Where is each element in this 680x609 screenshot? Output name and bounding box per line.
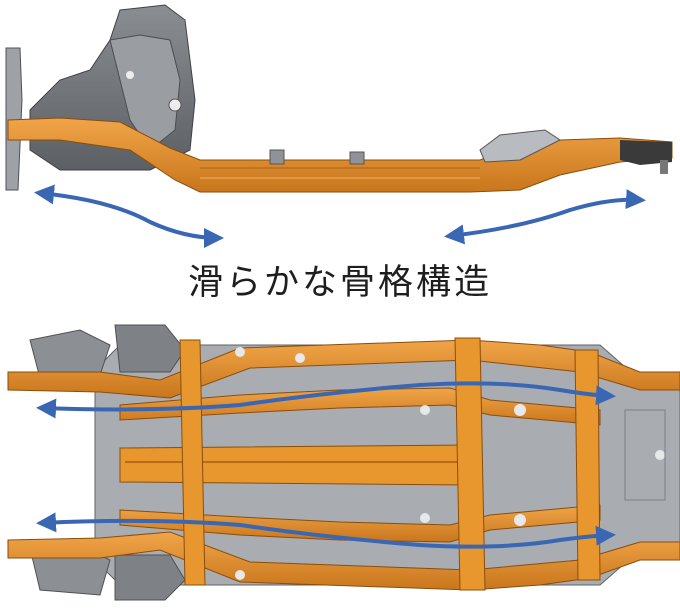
- arrow-load-path-upper: [36, 381, 616, 419]
- top-view-frame: [7, 324, 680, 601]
- arrow-load-path-lower: [36, 512, 616, 549]
- side-view-frame: [5, 4, 673, 193]
- caption: 滑らかな骨格構造: [187, 263, 492, 303]
- arrow-bend-rear: [444, 189, 646, 245]
- arrow-bend-front: [34, 184, 224, 248]
